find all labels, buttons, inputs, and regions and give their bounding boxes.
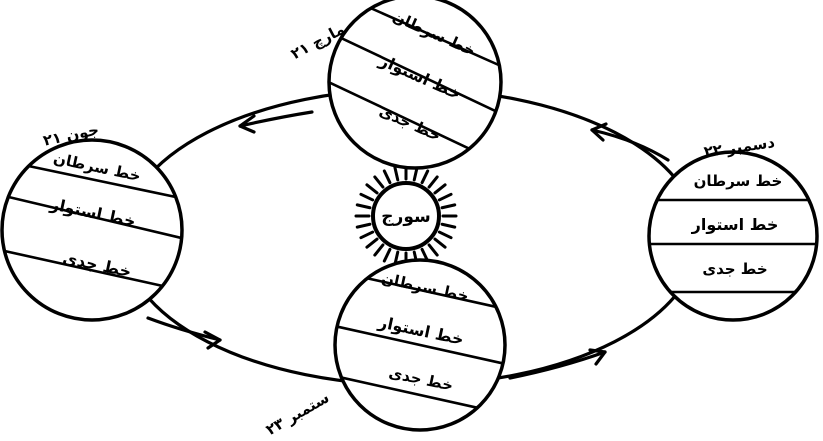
line-label-capricorn: خط جدی (702, 260, 767, 278)
globe-march: خط سرطان خط استوار خط جدی (320, 0, 510, 168)
globe-december: خط سرطان خط استوار خط جدی (645, 152, 823, 320)
sun-ray (375, 245, 383, 255)
orbit-arrow-top-right (592, 124, 668, 160)
sun-ray (429, 177, 437, 187)
sun-ray (361, 194, 373, 200)
sun-ray (422, 171, 428, 183)
sun-label: سورج (381, 207, 430, 227)
sun-ray (442, 205, 455, 208)
line-label-cancer: خط سرطان (694, 172, 783, 190)
sun-ray (357, 205, 370, 208)
globe-september: خط سرطان خط استوار خط جدی (330, 260, 510, 430)
sun-ray (429, 245, 437, 255)
sun-ray (367, 239, 377, 247)
date-label-september: ۲۳ ستمبر (263, 388, 333, 439)
sun-ray (442, 224, 455, 227)
sun-ray (375, 177, 383, 187)
sun-ray (439, 194, 451, 200)
sun: سورج (356, 166, 456, 266)
sun-ray (384, 171, 390, 183)
sun-ray (367, 185, 377, 193)
globe-june: خط سرطان خط استوار خط جدی (0, 140, 190, 320)
sun-ray (357, 224, 370, 227)
sun-ray (384, 249, 390, 261)
sun-ray (435, 239, 445, 247)
line-label-equator: خط استوار (691, 215, 779, 234)
sun-ray (435, 185, 445, 193)
sun-ray (395, 167, 398, 180)
sun-ray (361, 232, 373, 238)
sun-ray (439, 232, 451, 238)
